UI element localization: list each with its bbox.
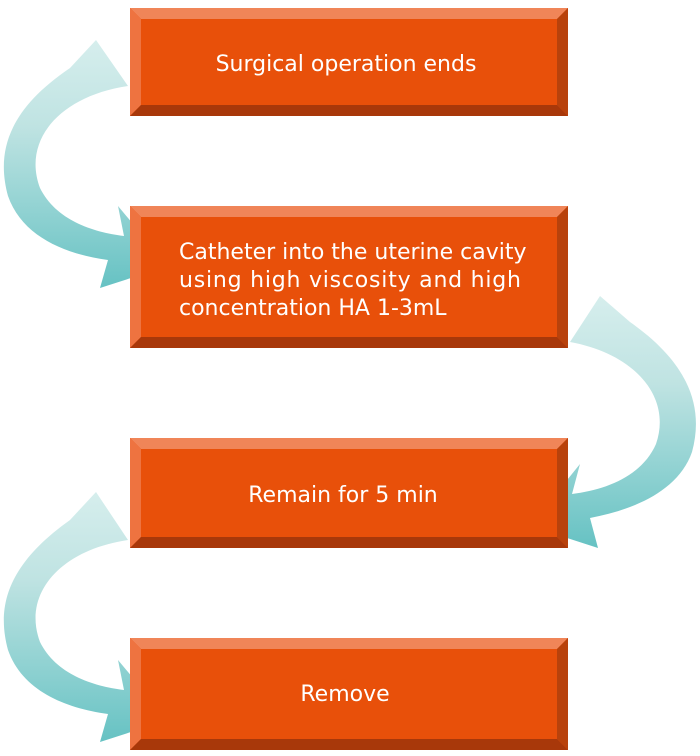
step-4-text: Remove [300,682,389,707]
step-box-3: Remain for 5 min [130,438,568,548]
step-box-1: Surgical operation ends [130,8,568,116]
step-2-text: Catheter into the uterine cavity using h… [179,240,533,321]
step-1-text: Surgical operation ends [216,52,477,77]
step-box-4: Remove [130,638,568,750]
curved-arrow-1 [3,40,168,288]
step-box-2: Catheter into the uterine cavity using h… [130,206,568,348]
curved-arrow-3 [3,492,168,742]
curved-arrow-2 [530,296,696,548]
step-3-text: Remain for 5 min [248,483,438,508]
